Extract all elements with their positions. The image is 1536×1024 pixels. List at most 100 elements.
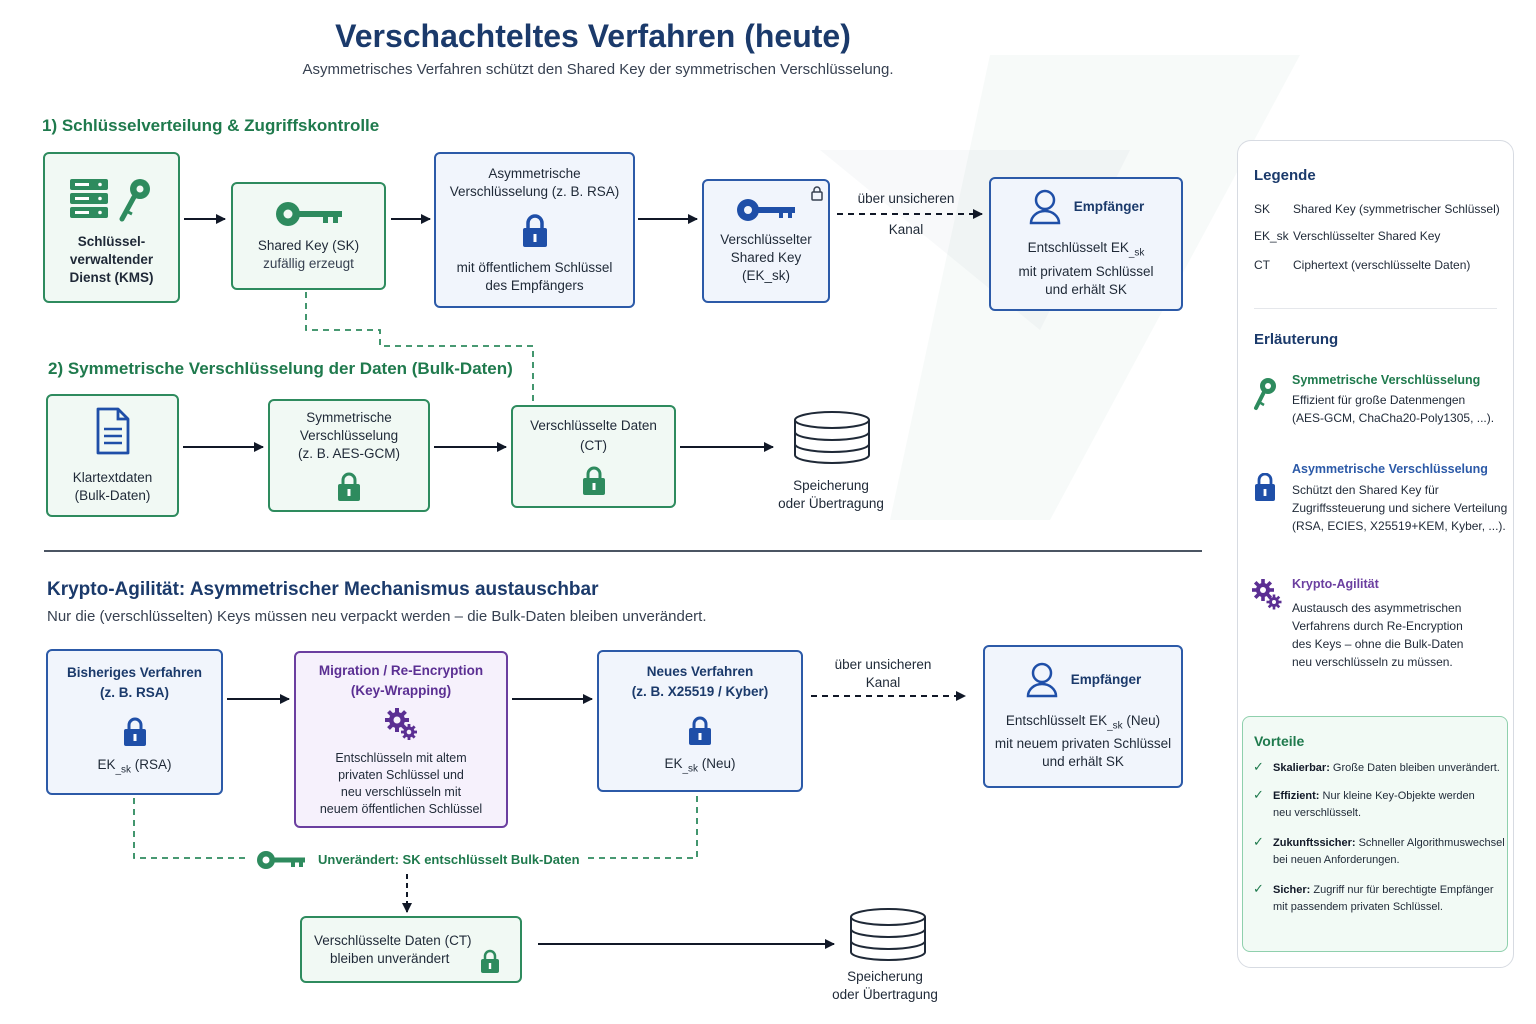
blue-lock-icon bbox=[1255, 473, 1275, 501]
explain-3-title: Krypto-Agilität bbox=[1292, 577, 1379, 591]
receiver-2-line1: Entschlüsselt EK bbox=[1005, 712, 1108, 728]
receiver-2-sub: _sk bbox=[1107, 720, 1123, 732]
green-lock-icon bbox=[338, 472, 360, 501]
kms-line3: Dienst (KMS) bbox=[69, 269, 154, 285]
receiver-1-title: Empfänger bbox=[1073, 199, 1145, 215]
old-ek-suffix: (RSA) bbox=[131, 757, 172, 773]
explain-2-line3: (RSA, ECIES, X25519+KEM, Kyber, ...). bbox=[1292, 519, 1506, 533]
adv-4-key: Sicher: bbox=[1273, 884, 1311, 896]
ct-line2: (CT) bbox=[580, 437, 607, 453]
kms-line2: verwaltender bbox=[69, 251, 154, 267]
receiver-2-line3: und erhält SK bbox=[1042, 754, 1124, 770]
receiver-1-line1: Entschlüsselt EK bbox=[1027, 240, 1129, 256]
shared-key-sub: zufällig erzeugt bbox=[263, 256, 354, 271]
ciphertext-box: Verschlüsselte Daten (CT) bbox=[511, 405, 676, 508]
storage-2-line2: oder Übertragung bbox=[832, 987, 938, 1002]
legend-divider bbox=[1254, 308, 1497, 309]
database-icon bbox=[794, 411, 870, 464]
sym-line3: (z. B. AES-GCM) bbox=[297, 445, 400, 461]
receiver-1-line2: mit privatem Schlüssel bbox=[1018, 263, 1154, 279]
blue-key-icon bbox=[737, 199, 795, 221]
old-ek-sub: _sk bbox=[115, 764, 132, 776]
key-icon bbox=[257, 851, 305, 869]
migration-line2: (Key-Wrapping) bbox=[350, 682, 452, 698]
new-ek-suffix: (Neu) bbox=[698, 756, 736, 772]
blue-lock-icon bbox=[689, 716, 711, 746]
channel-label-1a: über unsicheren bbox=[857, 191, 955, 206]
section1-title: 1) Schlüsselverteilung & Zugriffskontrol… bbox=[42, 116, 380, 135]
page-subtitle: Asymmetrisches Verfahren schützt den Sha… bbox=[302, 61, 894, 78]
migration-box: Migration / Re-Encryption (Key-Wrapping)… bbox=[294, 651, 508, 828]
kms-box: Schlüssel- verwaltender Dienst (KMS) bbox=[43, 152, 180, 303]
explain-3-line3: des Keys – ohne die Bulk-Daten bbox=[1292, 637, 1464, 651]
encrypted-key-box: Verschlüsselter Shared Key (EK_sk) bbox=[702, 179, 830, 303]
migration-line5: neu verschlüsseln mit bbox=[340, 784, 462, 799]
sym-line2: Verschlüsselung bbox=[299, 427, 399, 443]
check-icon: ✓ bbox=[1253, 787, 1264, 802]
explain-3-line1: Austausch des asymmetrischen bbox=[1292, 601, 1462, 615]
asym-line1: Asymmetrische bbox=[488, 166, 581, 181]
asym-line2: Verschlüsselung (z. B. RSA) bbox=[449, 184, 620, 199]
legend-abbr-2: EK_sk bbox=[1254, 229, 1289, 243]
asym-box: Asymmetrische Verschlüsselung (z. B. RSA… bbox=[434, 152, 635, 308]
unchanged-label: Unverändert: SK entschlüsselt Bulk-Daten bbox=[318, 852, 580, 867]
channel-label-2b: Kanal bbox=[865, 675, 901, 690]
plaintext-line1: Klartextdaten bbox=[72, 469, 153, 485]
explain-3-line2: Verfahrens durch Re-Encryption bbox=[1292, 619, 1463, 633]
kms-line1: Schlüssel- bbox=[77, 233, 146, 249]
ct-line1: Verschlüsselte Daten bbox=[530, 417, 657, 433]
adv-3-text: Schneller Algorithmuswechsel bbox=[1355, 837, 1505, 849]
new-method-line2: (z. B. X25519 / Kyber) bbox=[631, 684, 769, 700]
adv-2-text2: neu verschlüsselt. bbox=[1273, 807, 1362, 819]
old-method-line1: Bisheriges Verfahren bbox=[66, 665, 203, 681]
section2-title: 2) Symmetrische Verschlüsselung der Date… bbox=[48, 359, 513, 378]
check-icon: ✓ bbox=[1253, 834, 1264, 849]
explain-2-line1: Schützt den Shared Key für bbox=[1292, 483, 1439, 497]
shared-key-label: Shared Key (SK) bbox=[257, 238, 360, 253]
storage-1-line1: Speicherung bbox=[793, 478, 869, 493]
gears-icon bbox=[1252, 579, 1282, 610]
shared-key-box: Shared Key (SK) zufällig erzeugt bbox=[231, 182, 386, 290]
storage-2-line1: Speicherung bbox=[847, 969, 923, 984]
enc-key-line2: Shared Key bbox=[730, 250, 802, 265]
new-ek: EK bbox=[664, 756, 683, 772]
check-icon: ✓ bbox=[1253, 881, 1264, 896]
plaintext-box: Klartextdaten (Bulk-Daten) bbox=[46, 394, 179, 517]
adv-4-text2: mit passendem privaten Schlüssel. bbox=[1273, 901, 1443, 913]
user-icon bbox=[1026, 662, 1057, 697]
key-icon bbox=[275, 202, 342, 226]
advantages-title: Vorteile bbox=[1254, 733, 1305, 749]
check-icon: ✓ bbox=[1253, 759, 1264, 774]
adv-4-text: Zugriff nur für berechtigte Empfänger bbox=[1310, 884, 1494, 896]
section-divider bbox=[44, 550, 1202, 552]
old-method-box: Bisheriges Verfahren (z. B. RSA) EK_sk (… bbox=[46, 649, 223, 795]
receiver-1-line3: und erhält SK bbox=[1045, 281, 1127, 297]
green-lock-icon bbox=[481, 949, 499, 973]
advantages-box: Vorteile ✓ Skalierbar: Große Daten bleib… bbox=[1242, 716, 1508, 952]
channel-label-2a: über unsicheren bbox=[834, 657, 932, 672]
asym-line3: mit öffentlichem Schlüssel bbox=[456, 260, 613, 275]
sym-encryption-box: Symmetrische Verschlüsselung (z. B. AES-… bbox=[268, 399, 430, 512]
green-key-icon bbox=[1254, 378, 1276, 410]
channel-label-1b: Kanal bbox=[888, 222, 924, 237]
migration-line6: neuem öffentlichen Schlüssel bbox=[319, 801, 483, 816]
explain-1-line2: (AES-GCM, ChaCha20-Poly1305, ...). bbox=[1292, 411, 1495, 425]
explain-3-line4: neu verschlüsseln zu müssen. bbox=[1292, 655, 1453, 669]
receiver-2-suffix: (Neu) bbox=[1122, 712, 1161, 728]
adv-3-key: Zukunftssicher: bbox=[1273, 837, 1356, 849]
document-icon bbox=[96, 407, 129, 454]
explain-title: Erläuterung bbox=[1254, 331, 1339, 348]
explain-2-title: Asymmetrische Verschlüsselung bbox=[1292, 462, 1488, 476]
adv-3-text2: bei neuen Anforderungen. bbox=[1273, 854, 1400, 866]
legend-title: Legende bbox=[1254, 167, 1316, 184]
lock-icon bbox=[522, 214, 547, 247]
legend-abbr-3: CT bbox=[1254, 258, 1270, 272]
enc-key-line3: (EK_sk) bbox=[741, 268, 790, 283]
database-icon bbox=[850, 908, 926, 961]
receiver-1-sub: _sk bbox=[1128, 247, 1145, 259]
gears-icon bbox=[385, 707, 417, 740]
blue-lock-icon bbox=[123, 717, 146, 747]
legend-abbr-1: SK bbox=[1254, 202, 1271, 216]
migration-line3: Entschlüsseln mit altem bbox=[335, 750, 467, 765]
plaintext-line2: (Bulk-Daten) bbox=[74, 487, 151, 503]
